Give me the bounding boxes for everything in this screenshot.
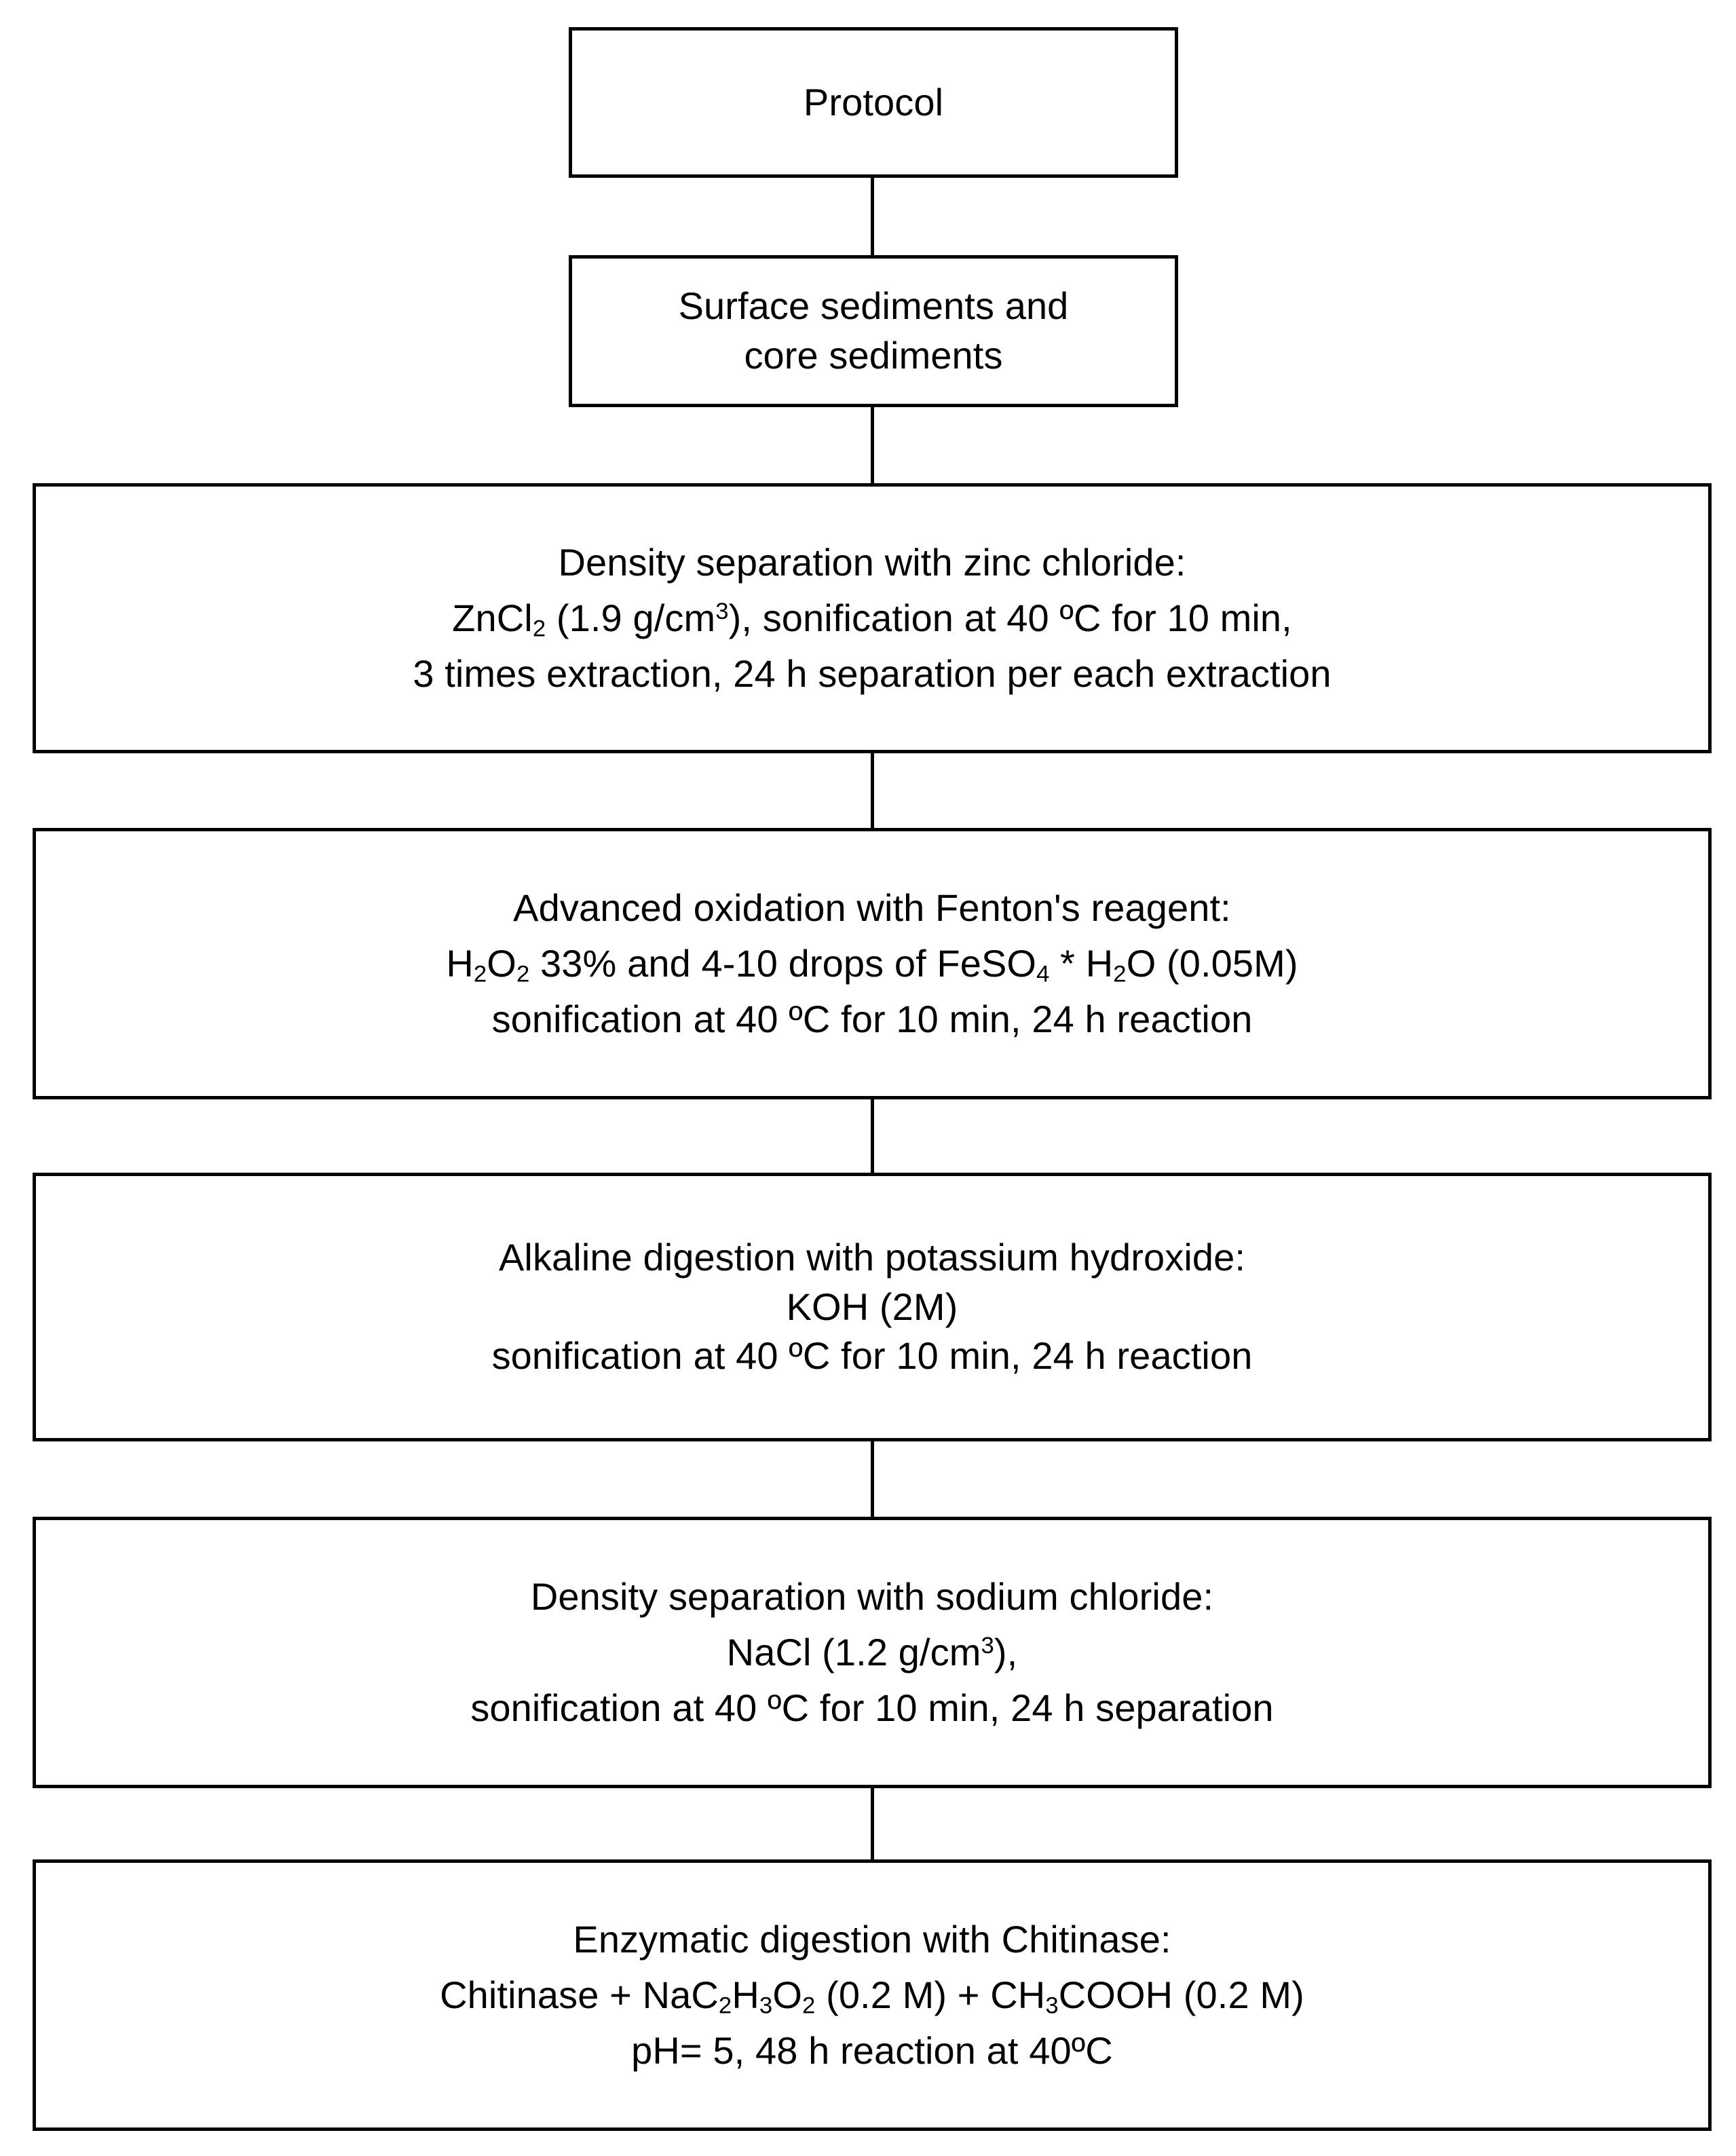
node-fenton-line-1: Advanced oxidation with Fenton's reagent… [513,886,1231,930]
node-samples: Surface sediments and core sediments [569,255,1178,407]
connector-density-nacl-to-chitinase [871,1785,874,1864]
connector-density-zncl2-to-fenton [871,751,874,833]
node-samples-line-2: core sediments [744,334,1003,377]
node-protocol: Protocol [569,27,1178,178]
node-enzymatic-digestion-chitinase: Enzymatic digestion with Chitinase: Chit… [33,1859,1712,2131]
node-chitinase-line-2: Chitinase + NaC2H3O2 (0.2 M) + CH3COOH (… [440,1973,1304,2019]
node-density-nacl-line-2: NaCl (1.2 g/cm3), [726,1631,1018,1674]
node-protocol-line-1: Protocol [803,81,944,124]
node-chitinase-line-3: pH= 5, 48 h reaction at 40ºC [631,2028,1113,2072]
node-density-zncl2-line-2: ZnCl2 (1.9 g/cm3), sonification at 40 ºC… [452,597,1292,642]
connector-protocol-to-samples [871,175,874,258]
node-samples-line-1: Surface sediments and [678,284,1069,328]
node-advanced-oxidation-fenton: Advanced oxidation with Fenton's reagent… [33,828,1712,1099]
node-density-nacl-line-3: sonification at 40 ºC for 10 min, 24 h s… [470,1686,1274,1729]
node-alkaline-digestion-koh: Alkaline digestion with potassium hydrox… [33,1173,1712,1441]
connector-samples-to-density-zncl2 [871,404,874,487]
node-chitinase-line-1: Enzymatic digestion with Chitinase: [573,1918,1171,1961]
node-density-zncl2-line-3: 3 times extraction, 24 h separation per … [413,651,1332,695]
node-fenton-line-3: sonification at 40 ºC for 10 min, 24 h r… [491,997,1253,1040]
node-density-separation-sodium-chloride: Density separation with sodium chloride:… [33,1517,1712,1788]
node-density-zncl2-line-1: Density separation with zinc chloride: [558,541,1186,584]
connector-koh-to-density-nacl [871,1439,874,1520]
node-koh-line-1: Alkaline digestion with potassium hydrox… [498,1235,1246,1279]
connector-fenton-to-koh [871,1097,874,1177]
node-koh-line-3: sonification at 40 ºC for 10 min, 24 h r… [491,1334,1253,1378]
node-density-separation-zinc-chloride: Density separation with zinc chloride: Z… [33,483,1712,753]
node-koh-line-2: KOH (2M) [786,1285,958,1328]
node-fenton-line-2: H2O2 33% and 4-10 drops of FeSO4 * H2O (… [446,942,1298,987]
node-density-nacl-line-1: Density separation with sodium chloride: [530,1575,1214,1619]
